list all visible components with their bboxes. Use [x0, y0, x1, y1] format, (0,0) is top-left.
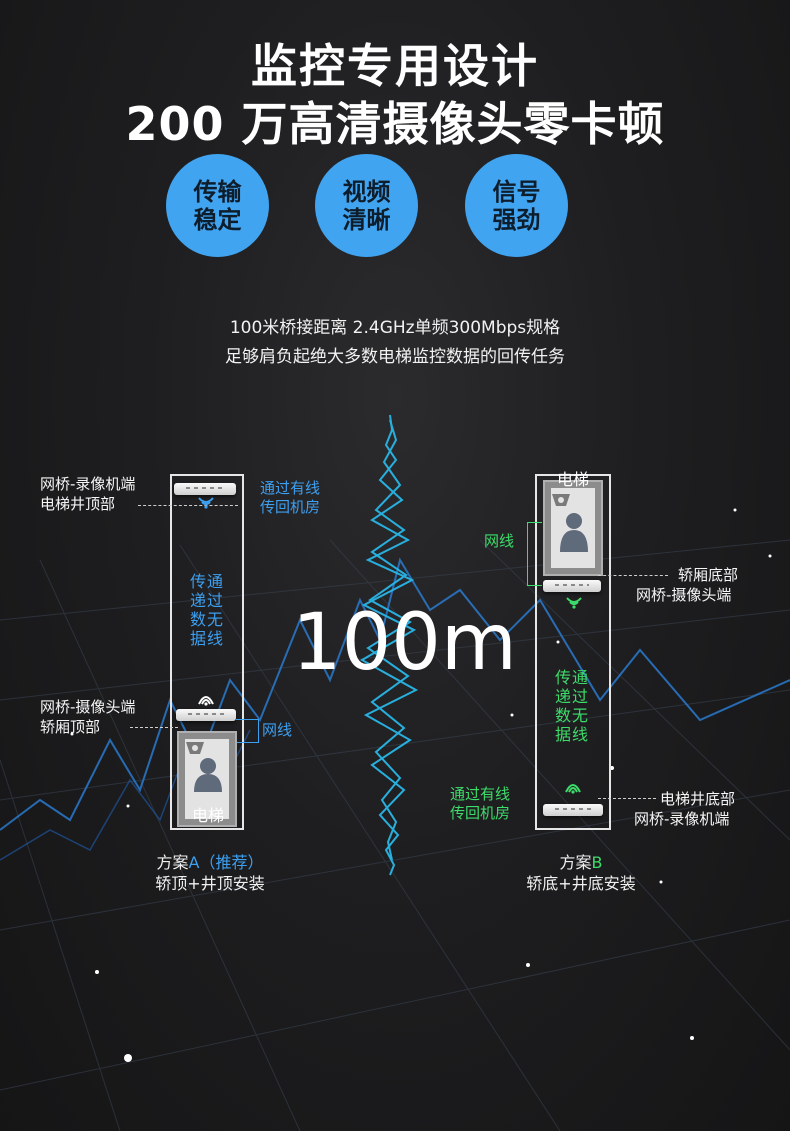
scheme-a-bottom-label: 网桥-摄像头端: [40, 698, 136, 716]
leader-line: [598, 575, 668, 576]
scheme-a-install: 轿顶+井顶安装: [155, 874, 265, 893]
scheme-b-cable-label: 网线: [484, 532, 515, 550]
feature-text: 清晰: [342, 205, 391, 234]
wifi-icon: [566, 597, 582, 609]
bridge-device-camera: [543, 580, 601, 592]
wifi-icon: [198, 497, 214, 509]
spec-line-2: 足够肩负起绝大多数电梯监控数据的回传任务: [225, 347, 565, 367]
scheme-a-wired-text: 通过有线: [260, 479, 321, 497]
scheme-caption-letter: A（推荐）: [188, 853, 264, 872]
scheme-b-wired-text: 传回机房: [450, 804, 511, 822]
spec-line-1: 100米桥接距离 2.4GHz单频300Mbps规格: [229, 318, 561, 338]
scheme-a-shaft: [170, 474, 244, 830]
feature-text: 稳定: [193, 205, 242, 234]
scheme-a-caption: 方案A（推荐）: [150, 852, 270, 873]
scheme-b-top-label: 网桥-摄像头端: [636, 586, 732, 604]
feature-badge-signal: 信号 强劲: [465, 154, 568, 257]
scheme-caption-letter: B: [591, 853, 603, 872]
scheme-b-install: 轿底+井底安装: [526, 874, 636, 893]
scheme-a-top-location: 电梯井顶部: [40, 495, 116, 513]
wifi-icon: [565, 784, 581, 794]
scheme-b-caption: 方案B: [516, 852, 646, 873]
bridge-device-recorder: [174, 483, 236, 495]
cable-bracket: [527, 522, 542, 586]
scheme-a-top-label: 网桥-录像机端: [40, 475, 136, 493]
page-subtitle: 200 万高清摄像头零卡顿: [125, 97, 665, 151]
camera-icon: [552, 494, 588, 552]
wireless-text: 数无: [555, 706, 590, 725]
scheme-b-bottom-location: 电梯井底部: [660, 790, 736, 808]
wireless-text: 据线: [555, 725, 590, 744]
bridge-device-camera: [176, 709, 236, 721]
scheme-b-shaft: [535, 474, 611, 830]
scheme-a-cable-label: 网线: [262, 721, 293, 739]
feature-badge-stable: 传输 稳定: [166, 154, 269, 257]
heartbeat-line: [0, 557, 790, 831]
elevator-label: 电梯: [557, 470, 590, 489]
scheme-b-bottom-label: 网桥-录像机端: [634, 810, 730, 828]
wifi-icon: [198, 696, 214, 706]
waveform-icon: [359, 414, 419, 876]
wireless-text: 据线: [190, 629, 225, 648]
bridge-device-recorder: [543, 804, 603, 816]
wireless-text: 传通: [555, 668, 590, 687]
elevator-label: 电梯: [192, 806, 225, 825]
scheme-b-wired-text: 通过有线: [450, 785, 511, 803]
scheme-b-top-location: 轿厢底部: [678, 566, 739, 584]
feature-text: 强劲: [492, 205, 541, 234]
wireless-text: 递过: [555, 687, 590, 706]
feature-text: 信号: [492, 177, 541, 206]
feature-badge-clear: 视频 清晰: [315, 154, 418, 257]
scheme-a-bottom-location: 轿厢顶部: [40, 718, 101, 736]
leader-line: [598, 798, 656, 799]
leader-line: [138, 505, 238, 506]
wireless-text: 递过: [190, 591, 225, 610]
scheme-caption-prefix: 方案: [559, 853, 592, 872]
wireless-text: 数无: [190, 610, 225, 629]
leader-line: [130, 727, 178, 728]
distance-label: 100m: [292, 598, 517, 688]
page-title: 监控专用设计: [251, 39, 539, 93]
wireless-text: 传通: [190, 572, 225, 591]
camera-icon: [186, 742, 222, 792]
feature-text: 传输: [193, 177, 242, 206]
scheme-caption-prefix: 方案: [156, 853, 189, 872]
feature-text: 视频: [342, 177, 391, 206]
scheme-a-wired-text: 传回机房: [260, 498, 321, 516]
cable-bracket: [236, 719, 259, 743]
